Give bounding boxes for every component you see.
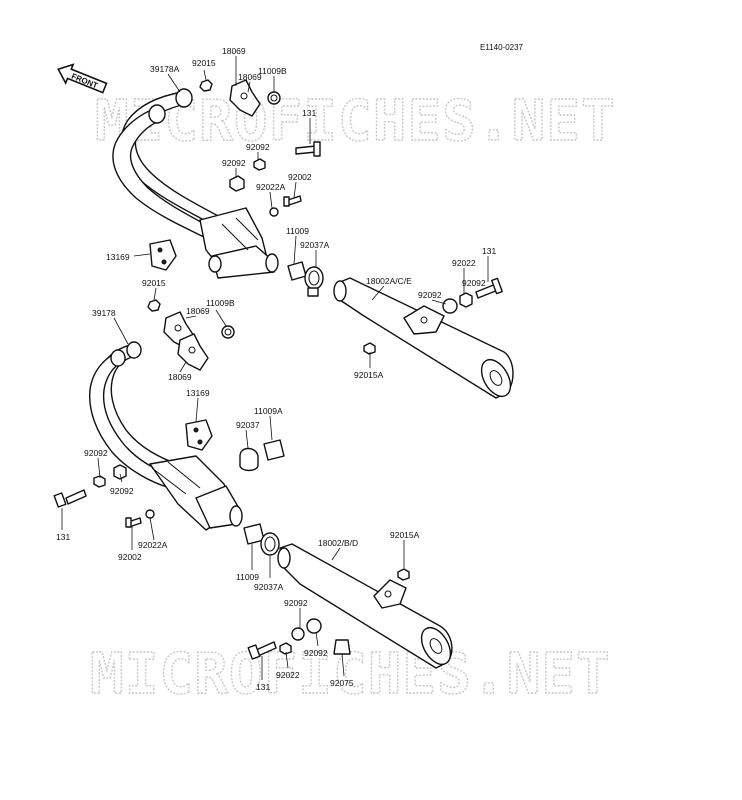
- label-92092-right2: 92092: [418, 290, 442, 300]
- nut-92092-a: [229, 175, 245, 192]
- label-131-top: 131: [302, 108, 316, 118]
- nut-92015A-upper: [363, 342, 376, 355]
- label-18069-b: 18069: [238, 72, 262, 82]
- label-92022A-bot: 92022A: [138, 540, 168, 550]
- label-11009-bot: 11009: [236, 572, 259, 582]
- lower-muffler-18002BD: [277, 543, 453, 669]
- label-13169-mid: 13169: [186, 388, 210, 398]
- label-92037A-top: 92037A: [300, 240, 330, 250]
- label-92015-mid: 92015: [142, 278, 166, 288]
- gasket-11009B-mid: [221, 325, 235, 339]
- part-labels: 39178A 92015 18069 18069 11009B 131 9209…: [56, 46, 496, 692]
- label-92015-top: 92015: [192, 58, 216, 68]
- label-18069-a: 18069: [222, 46, 246, 56]
- label-18002BD: 18002/B/D: [318, 538, 358, 548]
- nut-92092-bot: [306, 618, 322, 634]
- gasket-11009A: [263, 439, 285, 461]
- washer-92022A-bot: [145, 509, 155, 519]
- nut-92015A-lower: [397, 568, 410, 581]
- label-18069-c: 18069: [186, 306, 210, 316]
- bolt-131-bot: [247, 641, 277, 660]
- front-arrow-icon: FRONT: [57, 63, 108, 94]
- gasket-11009B-top: [267, 91, 281, 105]
- lower-flange-18069-b: [177, 333, 209, 371]
- label-92092-right: 92092: [462, 278, 486, 288]
- nut-92015-top: [199, 79, 213, 92]
- label-131-bot: 131: [256, 682, 270, 692]
- lower-bracket-13169: [185, 419, 213, 451]
- nut-92092-left: [113, 464, 127, 480]
- label-92092-left: 92092: [84, 448, 108, 458]
- washer-92022-right: [459, 292, 473, 308]
- bolt-131-right: [475, 277, 503, 299]
- label-92092-left2: 92092: [110, 486, 134, 496]
- label-92022-right: 92022: [452, 258, 476, 268]
- label-92002-top: 92002: [288, 172, 312, 182]
- label-11009B-mid: 11009B: [206, 298, 235, 308]
- label-131-left: 131: [56, 532, 70, 542]
- nut-92092-right: [442, 298, 458, 314]
- label-92037A-bot: 92037A: [254, 582, 284, 592]
- label-92002-bot: 92002: [118, 552, 142, 562]
- nut-92092-b: [253, 158, 266, 171]
- washer-92022-bot: [279, 642, 292, 655]
- bolt-92002-bot: [125, 517, 142, 528]
- nut-92015-mid: [147, 299, 161, 312]
- label-11009A: 11009A: [254, 406, 283, 416]
- label-13169-top: 13169: [106, 252, 130, 262]
- label-92037: 92037: [236, 420, 260, 430]
- label-18069-d: 18069: [168, 372, 192, 382]
- label-39178: 39178: [92, 308, 116, 318]
- leader-lines: [61, 56, 489, 680]
- label-92015A-lower: 92015A: [390, 530, 420, 540]
- washer-92092-left2: [93, 475, 106, 488]
- clamp-92037A-top: [304, 266, 324, 297]
- label-131-right: 131: [482, 246, 496, 256]
- upper-muffler-18002ACE: [333, 277, 514, 399]
- bolt-92002-top: [283, 195, 302, 207]
- label-92092-a: 92092: [222, 158, 246, 168]
- label-11009B-top: 11009B: [258, 66, 287, 76]
- upper-flange-18069: [229, 79, 261, 117]
- label-11009-top: 11009: [286, 226, 309, 236]
- washer-92092-bot2: [291, 627, 305, 641]
- label-92092-bot2: 92092: [304, 648, 328, 658]
- lower-header-pipes: [89, 341, 243, 531]
- gasket-11009-top: [287, 261, 307, 281]
- label-39178A: 39178A: [150, 64, 180, 74]
- label-92092-bot: 92092: [284, 598, 308, 608]
- cap-92075: [333, 639, 351, 655]
- label-92022A-top: 92022A: [256, 182, 286, 192]
- label-18002ACE: 18002A/C/E: [366, 276, 412, 286]
- clamp-92037A-bot: [260, 532, 280, 556]
- washer-92022A-top: [269, 207, 279, 217]
- label-92075: 92075: [330, 678, 354, 688]
- bolt-131-left: [53, 489, 87, 508]
- label-92022-bot: 92022: [276, 670, 300, 680]
- label-92092-b: 92092: [246, 142, 270, 152]
- label-92015A-upper: 92015A: [354, 370, 384, 380]
- figure-code: E1140-0237: [480, 43, 524, 52]
- upper-bracket-13169: [149, 239, 177, 271]
- upper-header-pipes: [112, 88, 279, 279]
- bolt-131-top: [295, 141, 321, 157]
- clamp-92037: [239, 447, 259, 472]
